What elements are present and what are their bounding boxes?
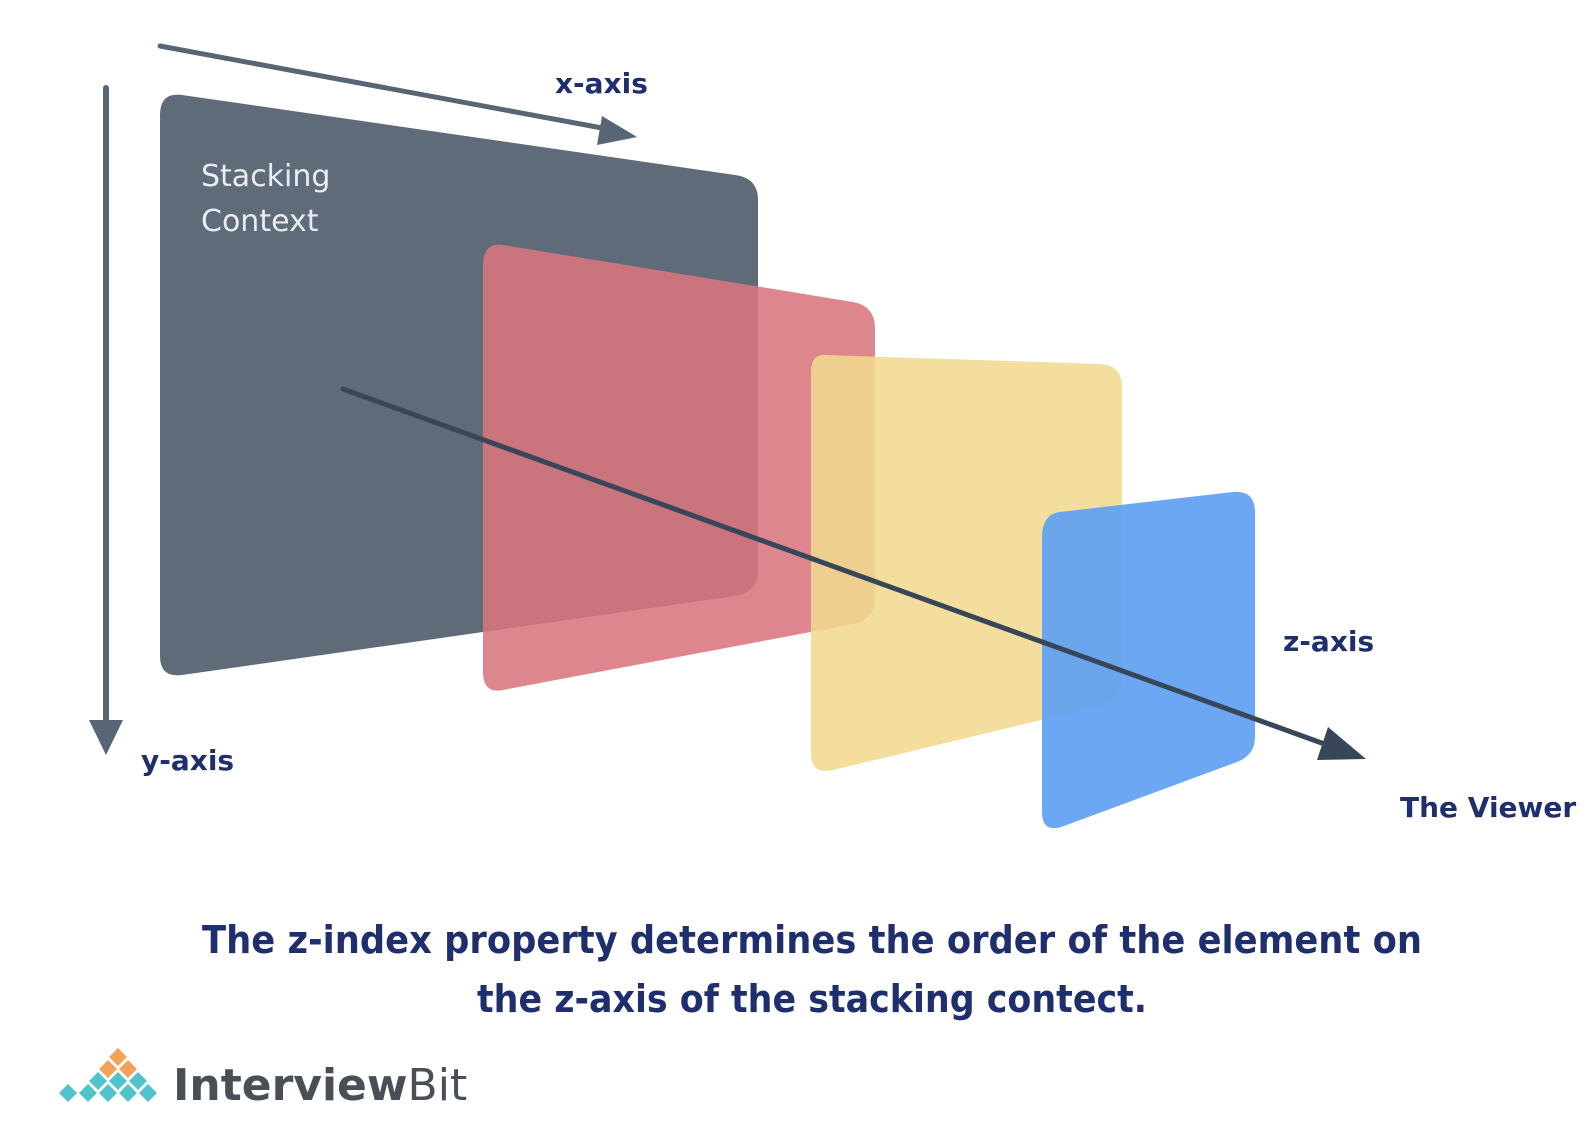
blue-element-plane [1042, 491, 1255, 829]
z-axis-line [340, 386, 1333, 749]
y-axis-label: y-axis [141, 744, 234, 777]
caption-line-2: the z-axis of the stacking contect. [477, 977, 1147, 1021]
x-axis-line [157, 43, 605, 131]
z-axis-label: z-axis [1283, 625, 1374, 658]
stacking-context-label-line2: Context [201, 204, 319, 239]
z-axis-arrowhead [1317, 727, 1366, 760]
viewer-label: The Viewer [1400, 791, 1576, 824]
y-axis-arrowhead [89, 720, 123, 755]
diamond-lattice-logo-icon [59, 1048, 157, 1102]
caption-line-1: The z-index property determines the orde… [202, 918, 1422, 962]
x-axis-arrowhead [597, 116, 637, 145]
stacking-context-label-line1: Stacking [201, 159, 330, 194]
brand-wordmark: InterviewBit [173, 1060, 467, 1111]
brand-wordmark-part2: Bit [408, 1060, 468, 1111]
red-element-plane [483, 244, 875, 691]
x-axis-label: x-axis [555, 67, 648, 100]
brand-wordmark-part1: Interview [173, 1060, 408, 1111]
